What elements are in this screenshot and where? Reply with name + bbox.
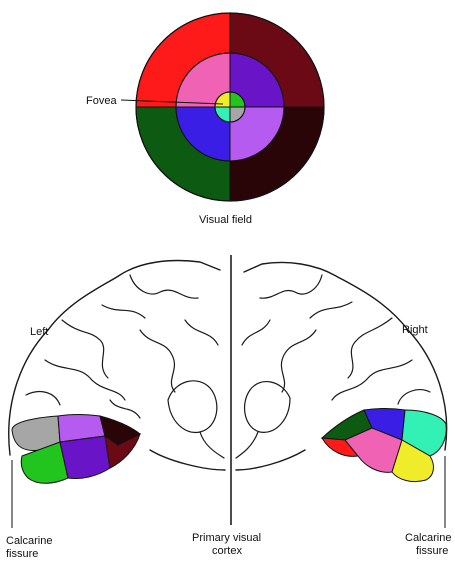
visual-field-label: Visual field bbox=[199, 214, 252, 226]
calcarine-left-line1: Calcarine bbox=[6, 535, 52, 547]
left-label: Left bbox=[30, 326, 48, 338]
left-cortex-lower-purple bbox=[60, 436, 110, 479]
right-label: Right bbox=[402, 324, 428, 336]
calcarine-left-line2: fissure bbox=[6, 548, 38, 560]
fovea-label: Fovea bbox=[86, 95, 117, 107]
calcarine-right-line2: fissure bbox=[416, 545, 448, 557]
primary-visual-cortex-line1: Primary visual bbox=[192, 532, 261, 544]
primary-visual-cortex-line2: cortex bbox=[212, 545, 242, 557]
left-hemisphere bbox=[9, 261, 225, 528]
calcarine-right-line1: Calcarine bbox=[405, 532, 451, 544]
visual-field-disk bbox=[121, 13, 324, 201]
right-hemisphere bbox=[236, 263, 447, 529]
